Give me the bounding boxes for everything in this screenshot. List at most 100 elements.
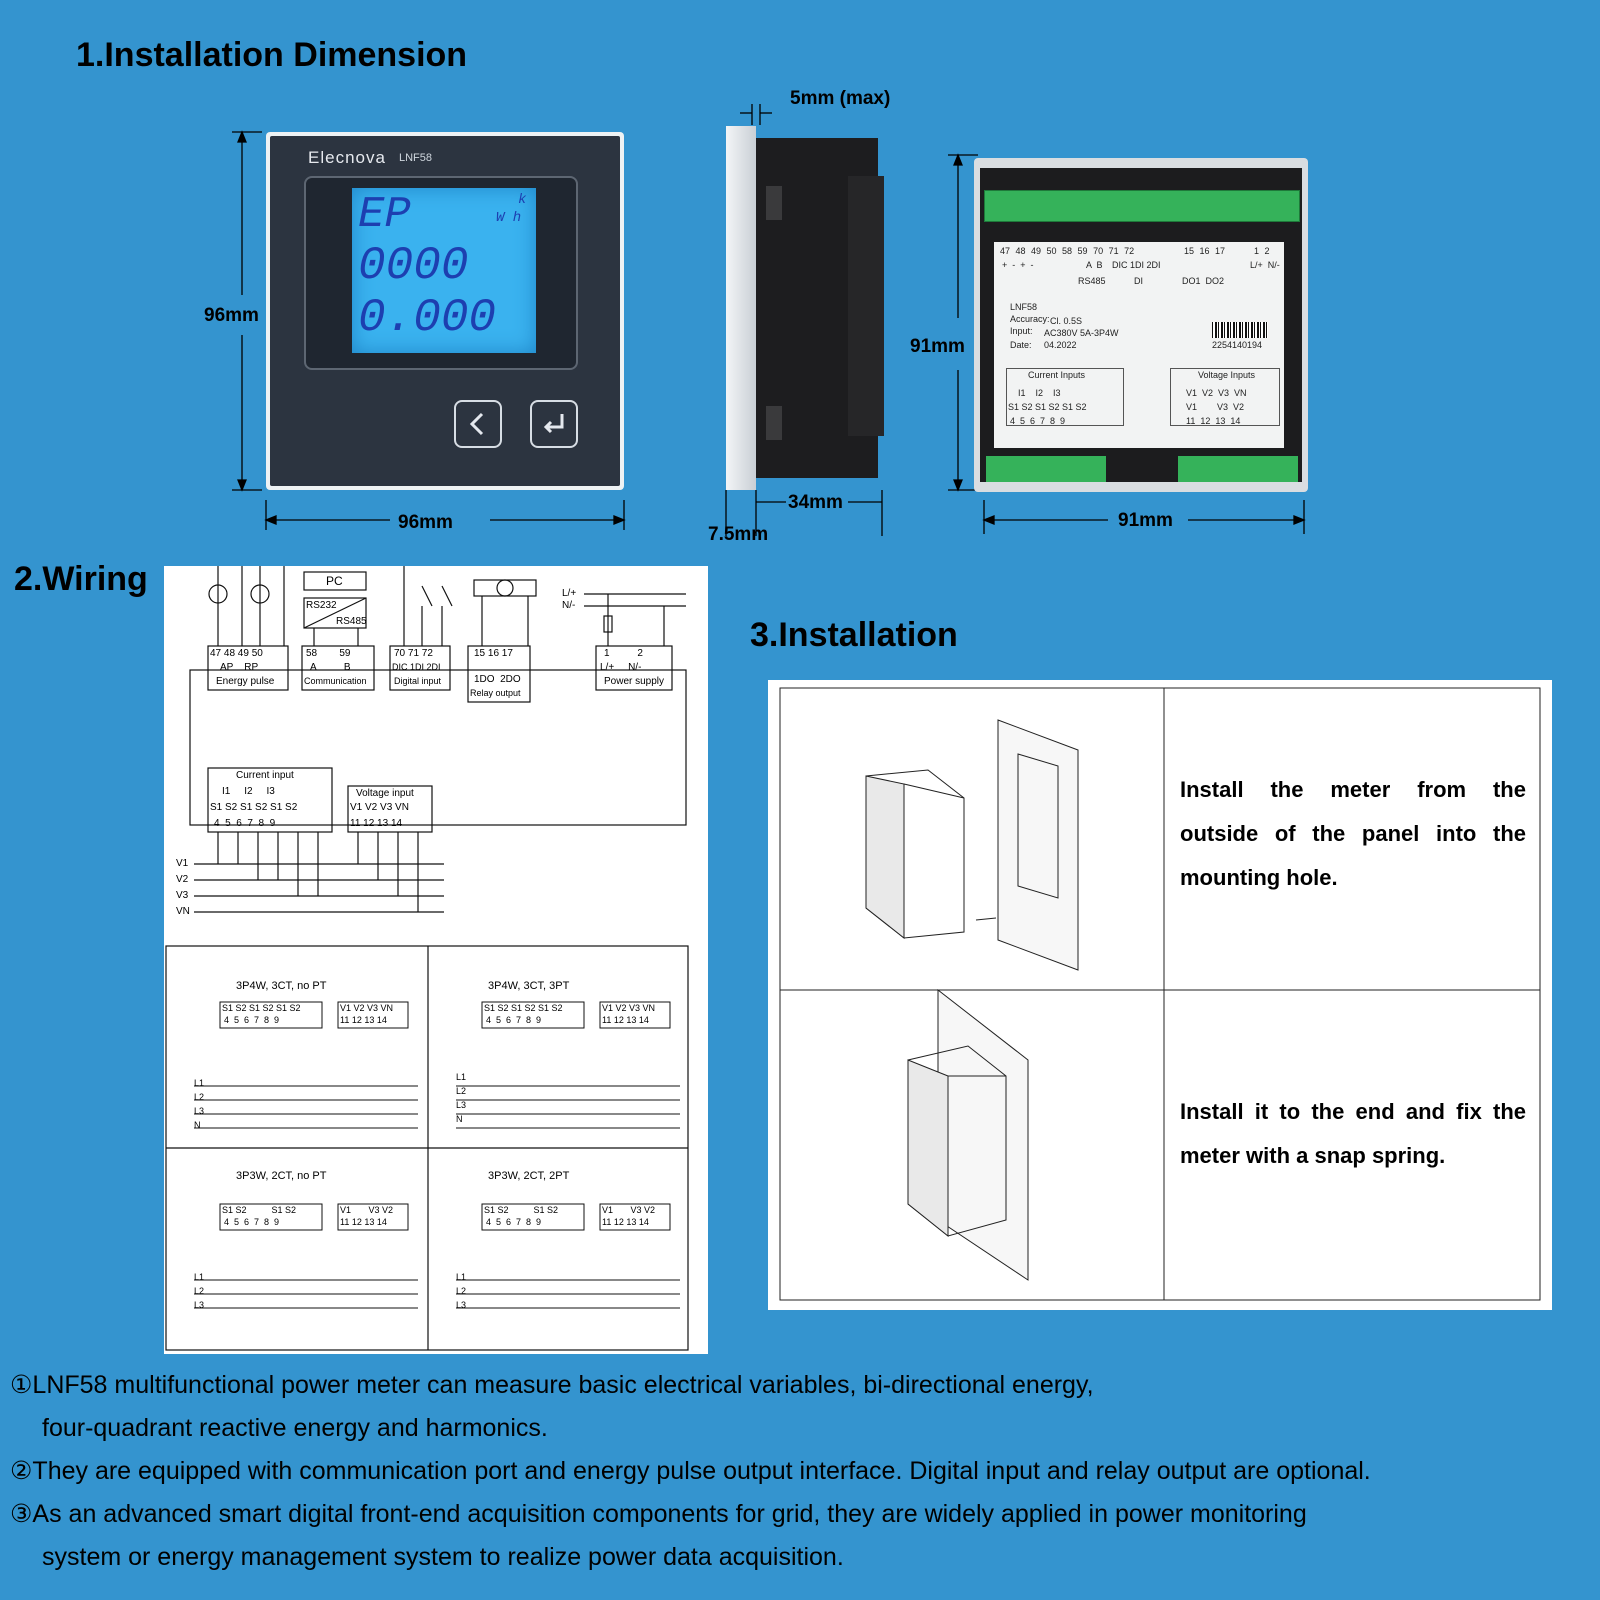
sub4-l2: L2: [456, 1286, 467, 1296]
back-button[interactable]: [454, 400, 502, 448]
rs485-label: RS485: [336, 616, 367, 627]
description: ①LNF58 multifunctional power meter can m…: [10, 1364, 1590, 1579]
current-input-i: I1 I2 I3: [222, 786, 275, 797]
phase-v1: V1: [176, 858, 189, 869]
current-input-s: S1 S2 S1 S2 S1 S2: [210, 802, 298, 813]
power-line-n: N/-: [562, 600, 576, 611]
meter-rear-view: 47 48 49 50 58 59 70 71 72 15 16 17 1 2 …: [974, 158, 1308, 492]
sub3-s: S1 S2 S1 S2: [222, 1205, 297, 1215]
phase-v3: V3: [176, 890, 189, 901]
block-energy-nums: 47 48 49 50: [210, 648, 263, 659]
block-power-labels: L/+ N/-: [600, 662, 642, 673]
dim-front-height: 96mm: [204, 305, 259, 326]
brand-logo: Elecnova: [308, 148, 386, 167]
sub1-l2: L2: [194, 1092, 205, 1102]
block-comm-nums: 58 59: [306, 648, 351, 659]
install-step-2: Install it to the end and fix the meter …: [1180, 1099, 1526, 1168]
block-power-title: Power supply: [604, 676, 665, 687]
sub3-nums: 4 5 6 7 8 9: [224, 1217, 280, 1227]
sub4-nums: 4 5 6 7 8 9: [486, 1217, 542, 1227]
sub4-s: S1 S2 S1 S2: [484, 1205, 559, 1215]
sub2-vnums: 11 12 13 14: [602, 1015, 649, 1025]
block-relay-nums: 15 16 17: [474, 648, 513, 659]
block-power-nums: 1 2: [604, 648, 643, 659]
dim-depth: 34mm: [788, 492, 843, 513]
dim-rear-width: 91mm: [1118, 510, 1173, 531]
enter-button[interactable]: [530, 400, 578, 448]
power-line-l: L/+: [562, 588, 577, 599]
voltage-input-n: 11 12 13 14: [350, 818, 403, 829]
voltage-input-title: Voltage input: [356, 788, 414, 799]
sub2-n: N: [456, 1114, 463, 1124]
description-item-1: ①LNF58 multifunctional power meter can m…: [10, 1371, 1094, 1399]
sub2-title: 3P4W, 3CT, 3PT: [488, 980, 570, 992]
sub4-l1: L1: [456, 1272, 467, 1282]
sub3-l2: L2: [194, 1286, 205, 1296]
current-input-title: Current input: [236, 770, 294, 781]
sub2-v: V1 V2 V3 VN: [602, 1003, 656, 1013]
sub1-n: N: [194, 1120, 201, 1130]
dim-bezel-depth: 7.5mm: [708, 524, 769, 545]
sub1-title: 3P4W, 3CT, no PT: [236, 980, 327, 992]
rear-label: 47 48 49 50 58 59 70 71 72 15 16 17 1 2 …: [994, 242, 1284, 448]
sub3-l3: L3: [194, 1300, 205, 1310]
dim-bezel-max: 5mm (max): [790, 88, 891, 109]
sub2-s: S1 S2 S1 S2 S1 S2: [484, 1003, 563, 1013]
phase-vn: VN: [176, 906, 190, 917]
section-title-dimension: 1.Installation Dimension: [76, 36, 468, 74]
sub3-title: 3P3W, 2CT, no PT: [236, 1170, 327, 1182]
terminal-block-bottom-right: [1178, 456, 1298, 482]
section-title-installation: 3.Installation: [750, 616, 958, 654]
front-dimension-lines: [232, 104, 1306, 536]
sub2-l1: L1: [456, 1072, 467, 1082]
install-step-1: Install the meter from the outside of th…: [1180, 777, 1526, 890]
block-di-labels: DIC 1DI 2DI: [392, 662, 441, 672]
block-di-nums: 70 71 72: [394, 648, 433, 659]
block-relay-title: Relay output: [470, 688, 521, 698]
installation-table: Install the meter from the outside of th…: [768, 680, 1552, 1310]
sub4-v: V1 V3 V2: [602, 1205, 656, 1215]
description-item-3: ③As an advanced smart digital front-end …: [10, 1500, 1307, 1528]
sub4-title: 3P3W, 2CT, 2PT: [488, 1170, 570, 1182]
section-title-wiring: 2.Wiring: [14, 560, 148, 598]
model-label: LNF58: [399, 152, 433, 164]
lcd-display: EP k W h 0000 0.000: [352, 188, 536, 353]
sub3-l1: L1: [194, 1272, 205, 1282]
sub1-v: V1 V2 V3 VN: [340, 1003, 394, 1013]
pc-label: PC: [326, 574, 343, 588]
enter-icon: [543, 414, 564, 434]
description-item-2: ②They are equipped with communication po…: [10, 1457, 1371, 1485]
sub1-vnums: 11 12 13 14: [340, 1015, 387, 1025]
description-item-1-cont: four-quadrant reactive energy and harmon…: [42, 1414, 548, 1442]
sub3-vnums: 11 12 13 14: [340, 1217, 387, 1227]
dim-rear-height: 91mm: [910, 336, 965, 357]
description-item-3-cont: system or energy management system to re…: [42, 1543, 844, 1571]
terminal-block-bottom-left: [986, 456, 1106, 482]
sub2-l2: L2: [456, 1086, 467, 1096]
meter-side-view: [726, 126, 886, 490]
chevron-left-icon: [469, 412, 484, 436]
block-di-title: Digital input: [394, 676, 442, 686]
sub1-nums: 4 5 6 7 8 9: [224, 1015, 280, 1025]
meter-front-view: Elecnova LNF58 EP k W h 0000 0.000: [266, 132, 624, 490]
block-relay-labels: 1DO 2DO: [474, 674, 521, 685]
block-energy-title: Energy pulse: [216, 676, 275, 687]
current-input-n: 4 5 6 7 8 9: [214, 818, 276, 829]
block-comm-labels: A B: [310, 662, 351, 673]
voltage-input-v: V1 V2 V3 VN: [350, 802, 409, 813]
block-energy-labels: AP RP: [220, 662, 259, 673]
phase-v2: V2: [176, 874, 189, 885]
sub1-s: S1 S2 S1 S2 S1 S2: [222, 1003, 301, 1013]
sub1-l1: L1: [194, 1078, 205, 1088]
sub1-l3: L3: [194, 1106, 205, 1116]
sub2-l3: L3: [456, 1100, 467, 1110]
dim-front-width: 96mm: [398, 512, 453, 533]
rs232-label: RS232: [306, 600, 337, 611]
wiring-diagram: PC RS232 RS485 L/+ N/- 47 48 49 50 AP RP…: [164, 566, 708, 1354]
block-comm-title: Communication: [304, 676, 367, 686]
sub4-vnums: 11 12 13 14: [602, 1217, 649, 1227]
sub4-l3: L3: [456, 1300, 467, 1310]
sub3-v: V1 V3 V2: [340, 1205, 394, 1215]
terminal-block-top: [984, 190, 1300, 222]
sub2-nums: 4 5 6 7 8 9: [486, 1015, 542, 1025]
